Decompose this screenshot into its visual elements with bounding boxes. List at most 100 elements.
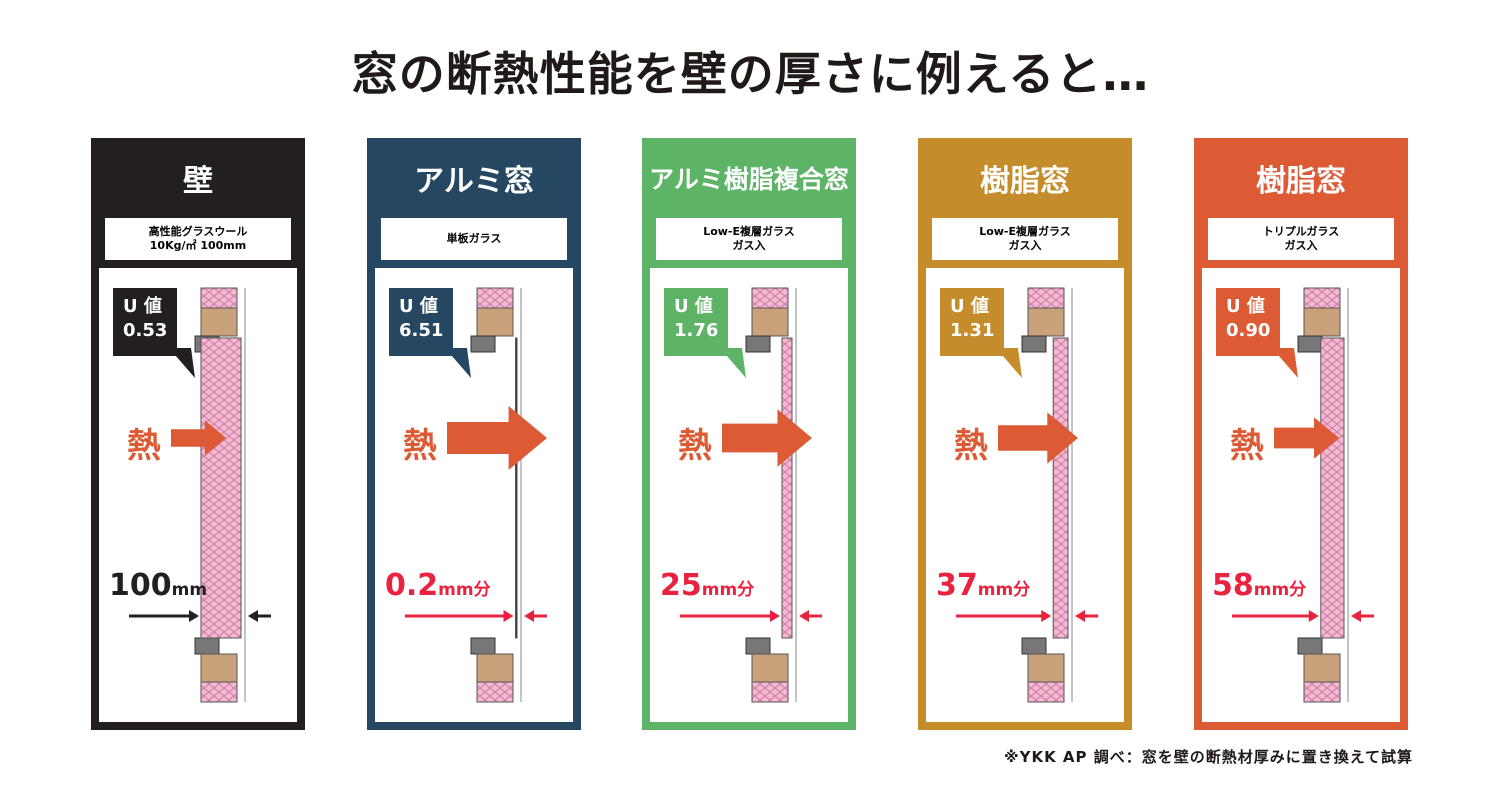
bottom-bracket: [470, 637, 496, 655]
top-insulation: [751, 287, 789, 309]
heat-label: 熱: [1230, 426, 1264, 466]
heat-arrow: [1274, 417, 1339, 459]
wall-section: U 値 6.51 熱 0.2mm分: [375, 268, 573, 722]
u-value: 0.53: [123, 320, 168, 341]
u-value-label: U 値: [399, 296, 438, 317]
heat-label: 熱: [127, 426, 161, 466]
equivalent-insulation-layer: [1320, 337, 1345, 639]
spec-line-1: 単板ガラス: [446, 232, 502, 245]
measure-arrowhead-right: [524, 610, 534, 622]
equivalent-insulation-layer: [781, 337, 793, 639]
top-insulation: [1303, 287, 1341, 309]
thickness-label: 58mm分: [1212, 568, 1306, 603]
spec-label: Low-E複層ガラス ガス入: [932, 218, 1118, 260]
footnote: ※YKK AP 調べ：窓を壁の断熱材厚みに置き換えて試算: [1004, 748, 1413, 766]
spec-line-2: ガス入: [732, 239, 766, 252]
measure-arrowhead-left: [770, 610, 780, 622]
spec-line-2: 10Kg/㎡ 100mm: [149, 239, 247, 252]
bottom-bracket: [745, 637, 771, 655]
u-value: 1.31: [950, 320, 995, 341]
heat-arrow: [722, 409, 812, 467]
top-stud: [1303, 307, 1341, 337]
panel-aluminum-window: アルミ窓 単板ガラス U 値 6.51 熱 0.2mm分: [367, 138, 581, 730]
bottom-stud: [200, 653, 238, 683]
panel-title: 樹脂窓: [980, 164, 1070, 199]
wall-section-diagram: [956, 287, 1098, 703]
spec-line-1: Low-E複層ガラス: [979, 225, 1071, 238]
thickness-value: 0.2: [385, 568, 439, 603]
u-value-label: U 値: [1226, 296, 1265, 317]
wall-section: U 値 1.76 熱 25mm分: [650, 268, 848, 722]
bottom-stud: [1303, 653, 1341, 683]
panel-title: 樹脂窓: [1256, 164, 1346, 199]
bottom-bracket: [194, 637, 220, 655]
thickness-label: 25mm分: [660, 568, 754, 603]
equivalent-insulation-layer: [200, 337, 242, 639]
heat-label: 熱: [403, 426, 437, 466]
top-insulation: [1027, 287, 1065, 309]
thickness-value: 58: [1212, 568, 1254, 603]
thickness-label: 0.2mm分: [385, 568, 491, 603]
measure-arrowhead-right: [1075, 610, 1085, 622]
thickness-value: 100: [109, 568, 172, 603]
spec-label: Low-E複層ガラス ガス入: [656, 218, 842, 260]
measure-arrowhead-left: [503, 610, 514, 622]
top-bracket: [1297, 335, 1323, 353]
spec-label: 単板ガラス: [381, 218, 567, 260]
u-value-label: U 値: [123, 296, 162, 317]
measure-arrowhead-right: [799, 610, 809, 622]
u-value-box: U 値 0.90: [1216, 288, 1280, 356]
spec-line-1: トリプルガラス: [1262, 225, 1340, 238]
thickness-label: 37mm分: [936, 568, 1030, 603]
spec-line-1: Low-E複層ガラス: [703, 225, 795, 238]
top-stud: [476, 307, 514, 337]
u-value: 0.90: [1226, 320, 1271, 341]
u-value: 1.76: [674, 320, 719, 341]
panel-title: 壁: [183, 164, 213, 199]
top-bracket: [745, 335, 771, 353]
bottom-bracket: [1021, 637, 1047, 655]
top-insulation: [200, 287, 238, 309]
measure-arrowhead-right: [1351, 610, 1361, 622]
wall-section: U 値 0.90 熱 58mm分: [1202, 268, 1400, 722]
bottom-insulation: [200, 681, 238, 703]
heat-label: 熱: [954, 426, 988, 466]
thickness-value: 37: [936, 568, 978, 603]
wall-section-diagram: [405, 287, 547, 703]
thickness-unit: mm分: [701, 580, 755, 600]
thickness-label: 100mm: [109, 568, 207, 603]
bottom-stud: [1027, 653, 1065, 683]
spec-line-2: ガス入: [1008, 239, 1042, 252]
top-stud: [1027, 307, 1065, 337]
measure-arrowhead-left: [1041, 610, 1052, 622]
thickness-unit: mm分: [438, 580, 491, 600]
panel-wall: 壁 高性能グラスウール 10Kg/㎡ 100mm U 値 0.53 熱 100m…: [91, 138, 305, 730]
measure-arrowhead-right: [248, 610, 258, 622]
top-bracket: [470, 335, 496, 353]
bottom-insulation: [476, 681, 514, 703]
bottom-insulation: [1303, 681, 1341, 703]
bottom-stud: [476, 653, 514, 683]
u-value-box: U 値 1.76: [664, 288, 728, 356]
page-title: 窓の断熱性能を壁の厚さに例えると…: [351, 47, 1150, 101]
u-value-label: U 値: [674, 296, 713, 317]
bottom-insulation: [1027, 681, 1065, 703]
thickness-value: 25: [660, 568, 702, 603]
top-stud: [751, 307, 789, 337]
panel-aluminum-resin-hybrid-window: アルミ樹脂複合窓 Low-E複層ガラス ガス入 U 値 1.76 熱 25mm分: [642, 138, 856, 730]
spec-label: トリプルガラス ガス入: [1208, 218, 1394, 260]
measure-arrowhead-left: [1308, 610, 1319, 622]
top-stud: [200, 307, 238, 337]
heat-arrow: [998, 412, 1078, 464]
panel-title: アルミ樹脂複合窓: [649, 165, 849, 194]
wall-section-diagram: [680, 287, 822, 703]
thickness-unit: mm: [171, 580, 208, 600]
thickness-unit: mm分: [977, 580, 1031, 600]
measure-arrowhead-left: [189, 610, 199, 622]
thickness-unit: mm分: [1253, 580, 1307, 600]
wall-section: U 値 0.53 熱 100mm: [99, 268, 297, 722]
u-value-box: U 値 1.31: [940, 288, 1004, 356]
wall-section: U 値 1.31 熱 37mm分: [926, 268, 1124, 722]
heat-label: 熱: [678, 426, 712, 466]
u-value-box: U 値 0.53: [113, 288, 177, 356]
